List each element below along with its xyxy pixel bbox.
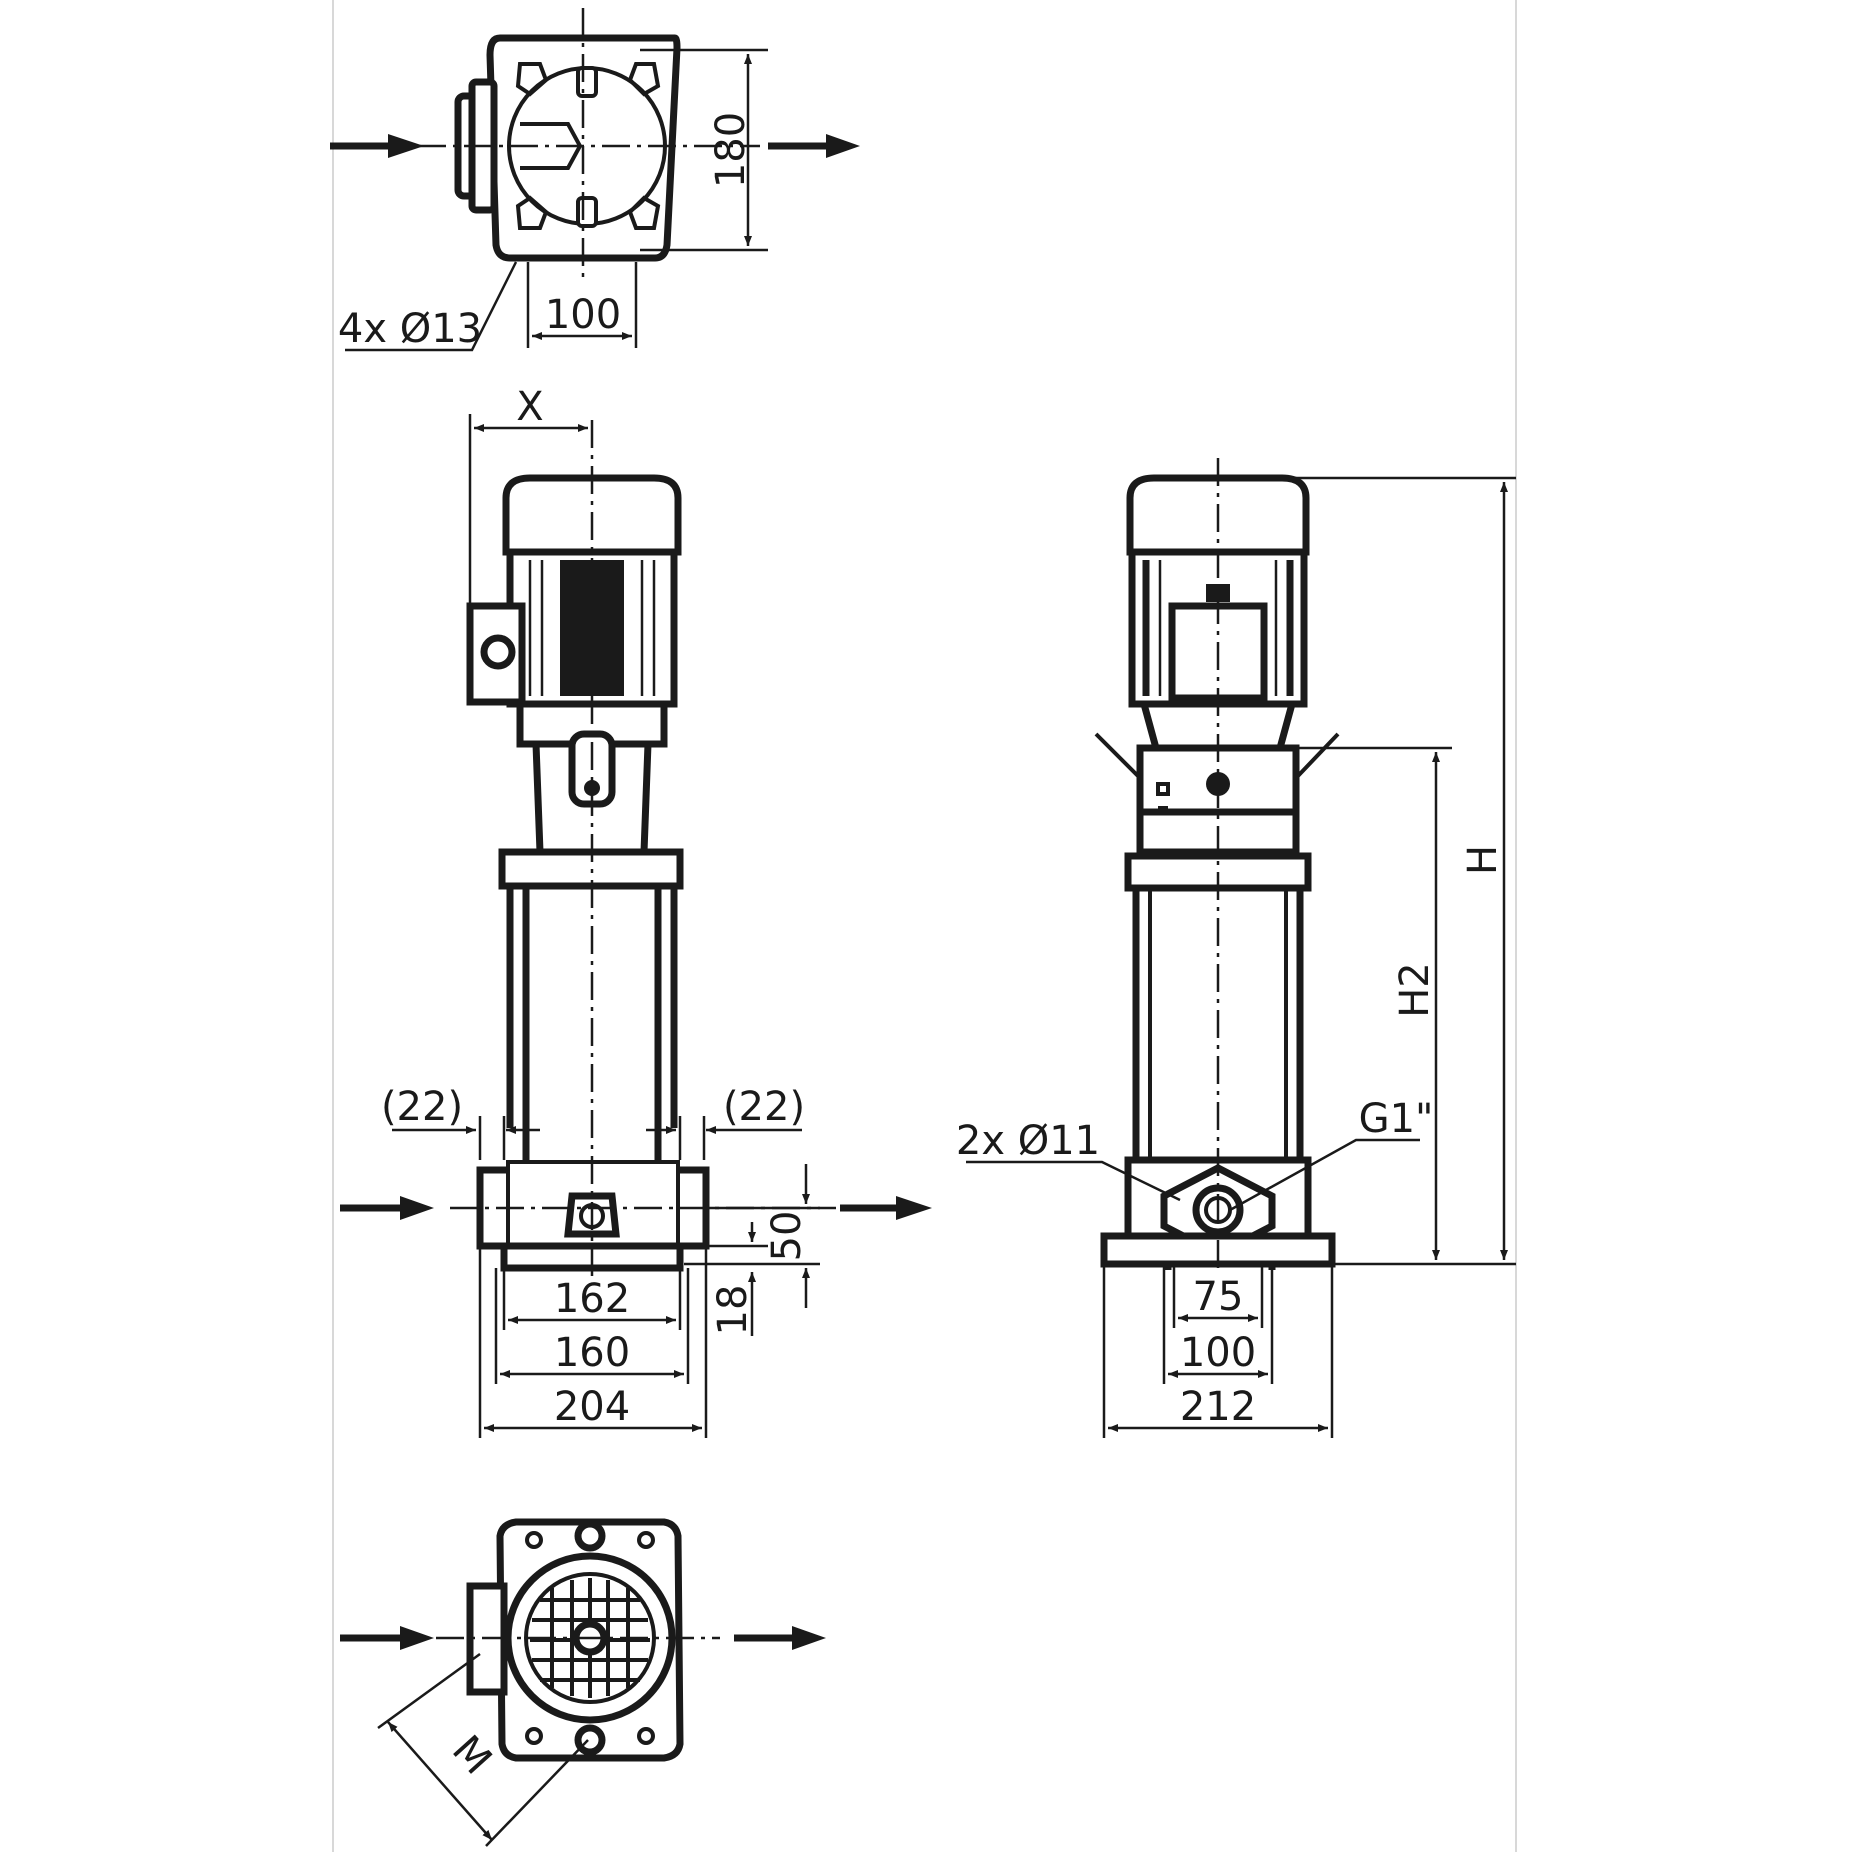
side-view: 2x Ø11 G1" H H2 75 100 212 [956,458,1516,1438]
dim-bottom-m: M [443,1727,500,1783]
dim-side-holes: 2x Ø11 [956,1118,1100,1164]
dim-side-100: 100 [1180,1330,1256,1376]
dim-front-x: X [516,384,543,430]
dim-front-18: 18 [710,1285,756,1336]
dim-top-100: 100 [545,292,621,338]
dim-side-h2: H2 [1392,962,1438,1018]
dim-front-160: 160 [554,1330,630,1376]
dim-front-22-right: (22) [723,1084,805,1130]
dim-front-50: 50 [764,1211,810,1262]
dim-side-g1: G1" [1359,1096,1434,1142]
front-view: X (22) (22) 50 18 162 160 [340,384,932,1438]
dim-top-180: 180 [708,112,754,188]
dim-front-22-left: (22) [381,1084,463,1130]
bottom-view: M [340,1518,826,1847]
dim-side-75: 75 [1193,1274,1244,1320]
dim-side-h: H [1460,845,1506,875]
top-view: 180 100 4x Ø13 [330,8,860,352]
dim-top-holes: 4x Ø13 [338,306,482,352]
dim-side-212: 212 [1180,1384,1256,1430]
dim-front-204: 204 [554,1384,630,1430]
dim-front-162: 162 [554,1276,630,1322]
